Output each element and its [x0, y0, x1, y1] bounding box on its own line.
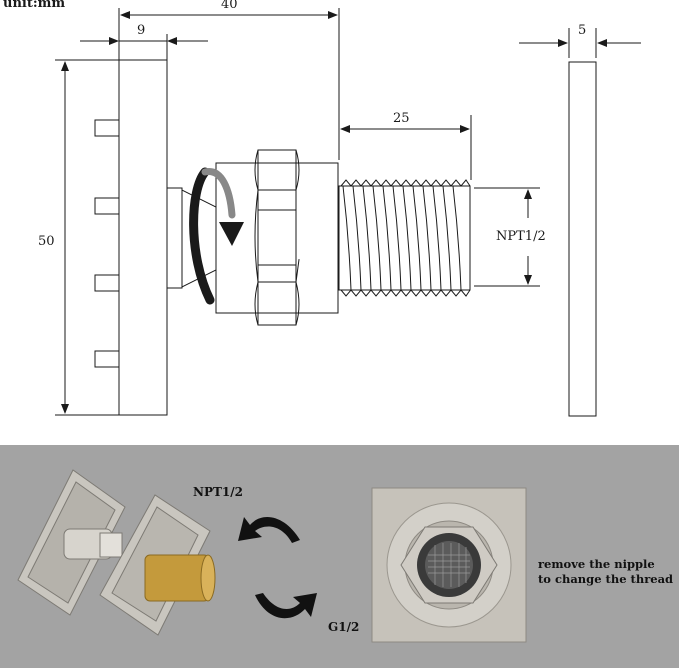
drawing-lines — [55, 8, 641, 417]
product-photo-band: NPT1/2 G1/2 remove the nipple to change … — [0, 445, 679, 668]
dim-plate-thickness-label: 9 — [137, 23, 146, 38]
dim-height-label: 50 — [38, 234, 55, 249]
photo-illustrations — [17, 469, 527, 643]
rotation-arrow-icon — [189, 167, 244, 305]
dim-thread-length-label: 25 — [393, 111, 410, 126]
photo-label-npt: NPT1/2 — [193, 485, 244, 499]
side-plate-outline — [568, 61, 597, 417]
dim-total-length-label: 40 — [221, 0, 238, 12]
threaded-nipple-outline — [338, 185, 471, 291]
swap-arrow-icon — [238, 517, 317, 619]
photo-note-line2: to change the thread — [538, 572, 674, 586]
dim-thread-spec-label: NPT1/2 — [496, 229, 546, 244]
photo-label-g: G1/2 — [328, 620, 360, 634]
dim-side-thickness-label: 5 — [578, 23, 587, 38]
photo-note-line1: remove the nipple — [538, 557, 655, 571]
flange-plate-outline — [118, 59, 168, 416]
product-photo-pair — [17, 469, 216, 636]
technical-drawing: unit:mm 40 9 25 50 NPT1/2 5 — [3, 0, 641, 417]
thread-pattern — [340, 179, 471, 297]
unit-label: unit:mm — [3, 0, 66, 11]
flange-front-photo — [371, 487, 527, 643]
